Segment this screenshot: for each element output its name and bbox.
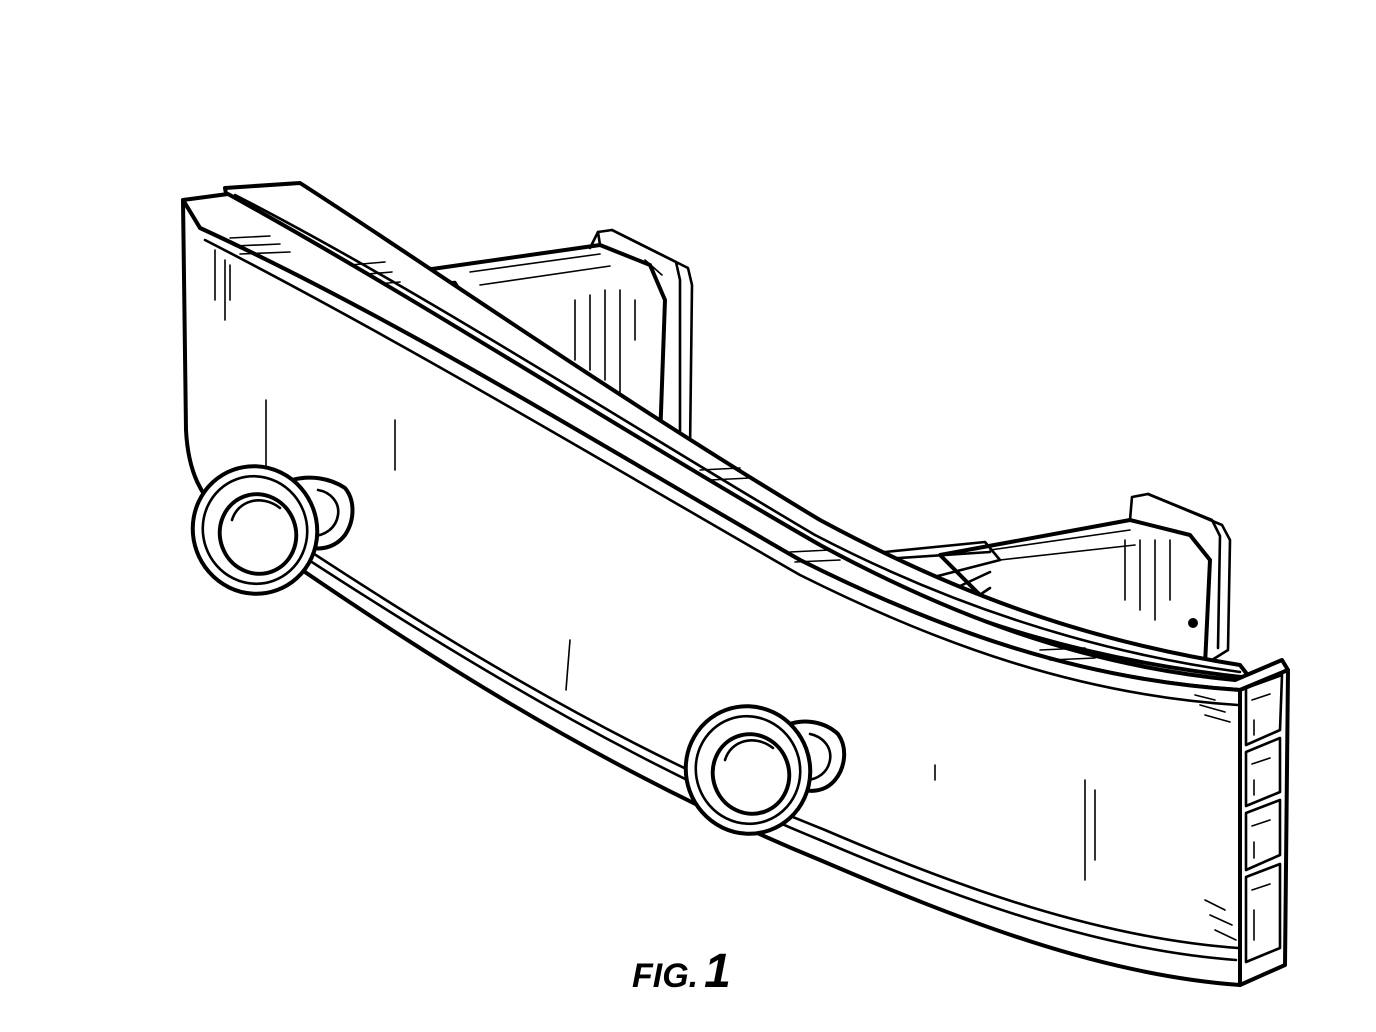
beam-end-section: [1238, 668, 1290, 987]
figure-label-number: 1: [704, 945, 731, 998]
right-tow-eye: [683, 704, 847, 836]
figure-label: FIG.1: [632, 944, 731, 999]
left-tow-eye: [190, 464, 355, 596]
figure-label-prefix: FIG.: [632, 957, 699, 995]
